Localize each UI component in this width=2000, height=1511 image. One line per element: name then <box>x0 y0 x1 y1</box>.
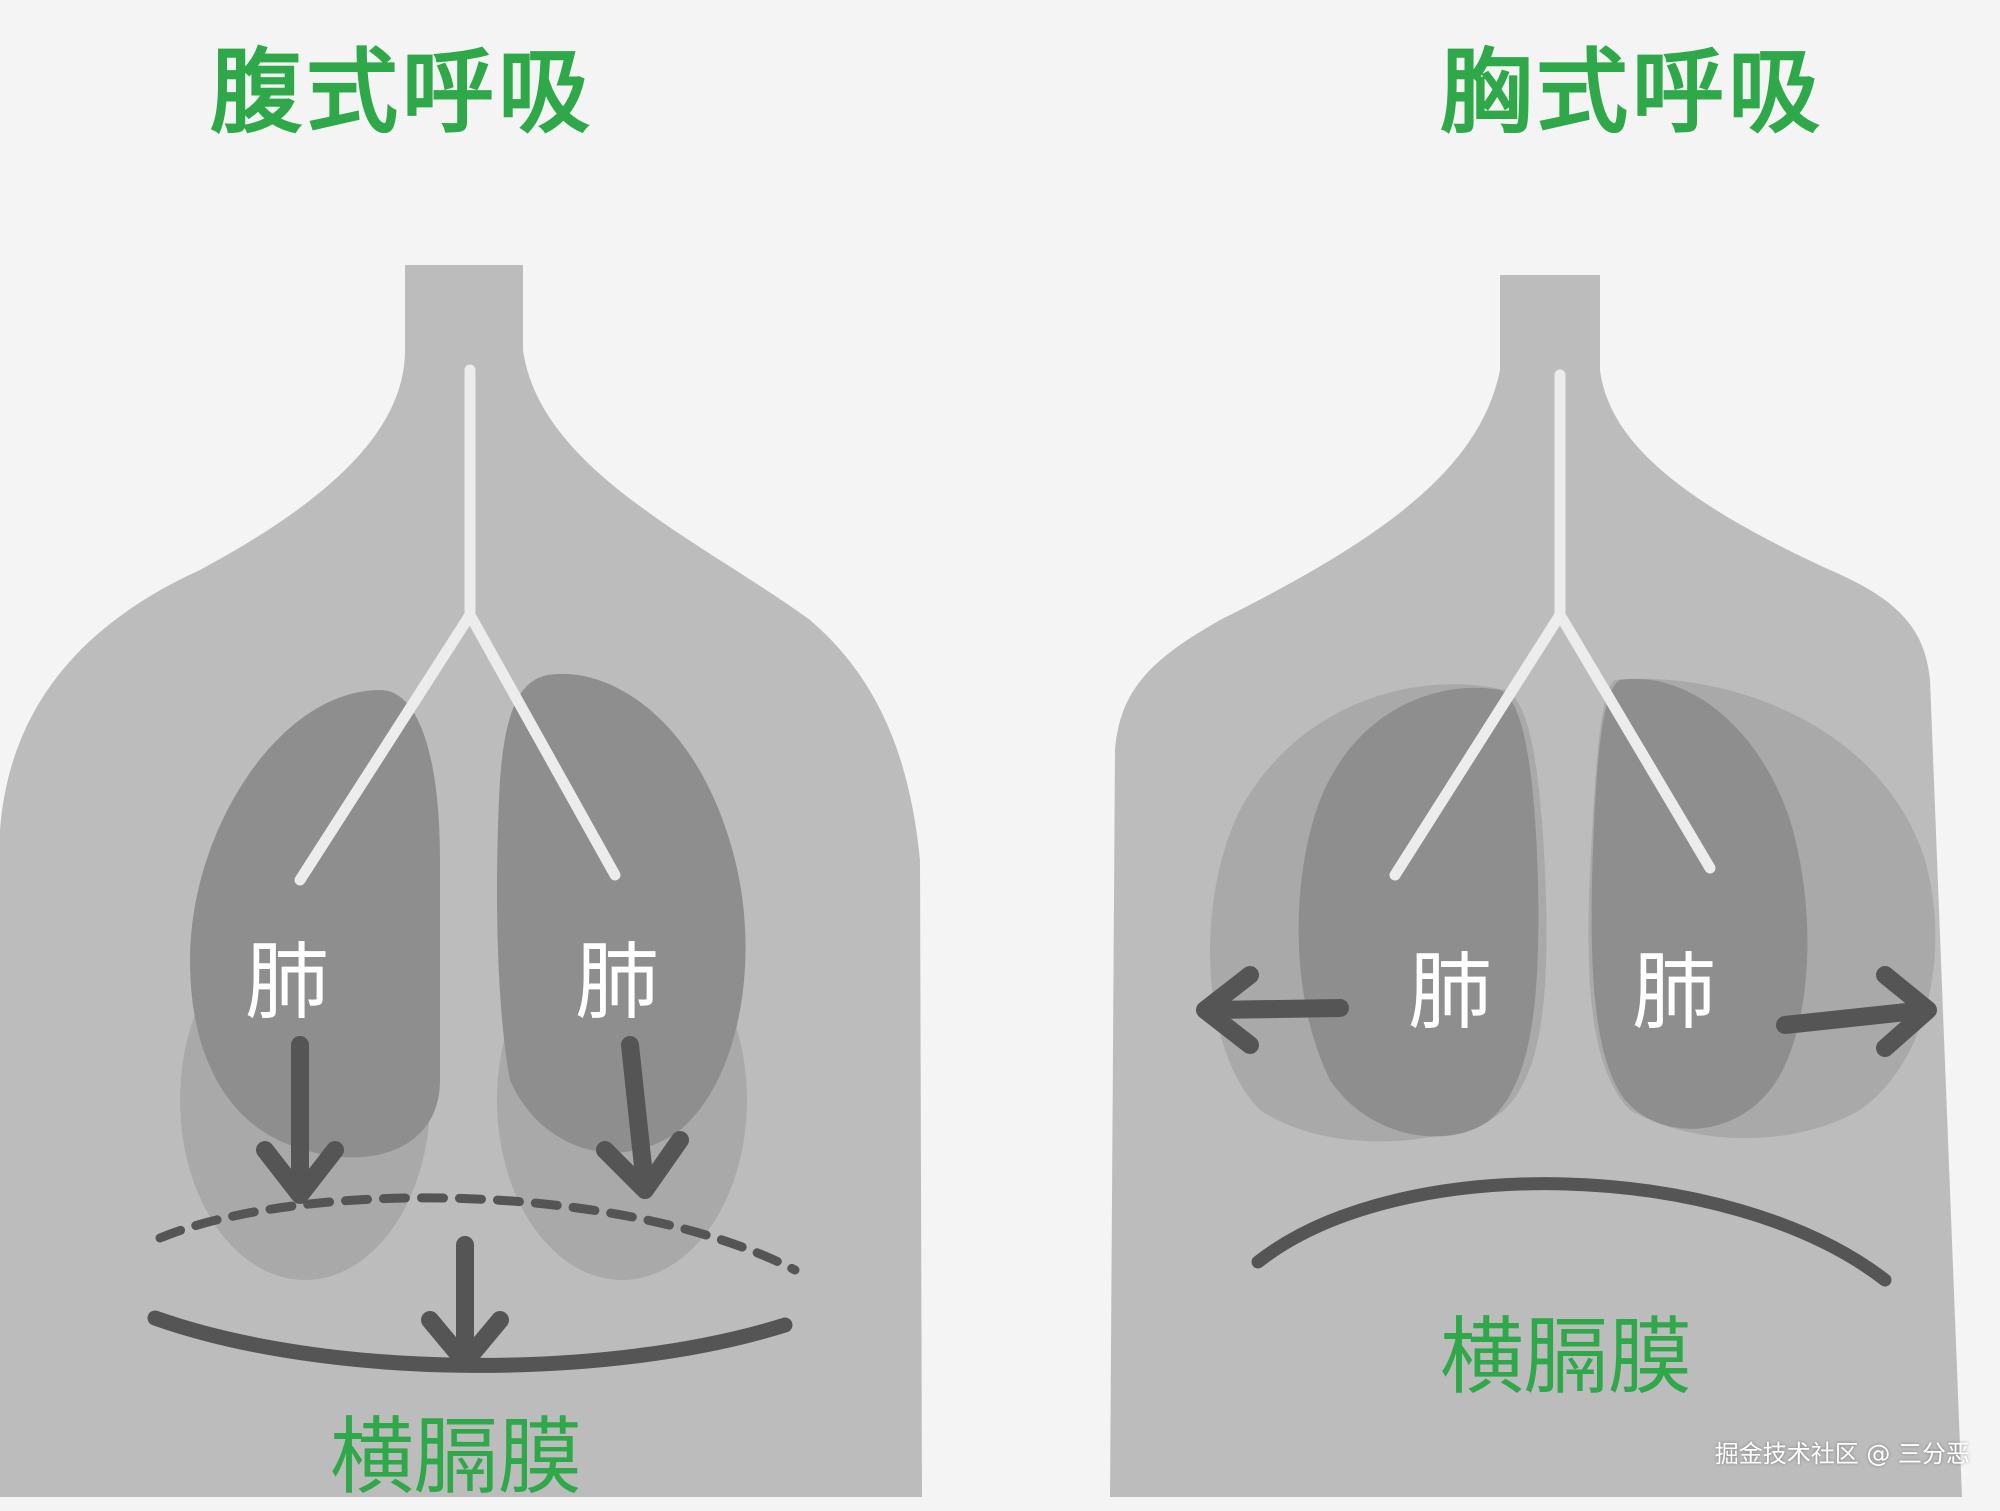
diaphragm-previous-dashed <box>155 1193 800 1275</box>
chest-breathing-title: 胸式呼吸 <box>1440 39 1825 146</box>
diaphragm-abd <box>147 1310 793 1373</box>
lung-label-chest-right: 肺 <box>1632 943 1717 1041</box>
down-arrow-right-lung-icon <box>596 1036 689 1199</box>
lung-label-abd-right: 肺 <box>575 933 660 1031</box>
trachea-abd <box>294 364 621 886</box>
diaphragm-label-abd: 横膈膜 <box>330 1408 583 1506</box>
left-lung-abd <box>190 690 440 1158</box>
lung-label-abd-left: 肺 <box>245 933 330 1031</box>
abdominal-breathing-title: 腹式呼吸 <box>210 39 595 146</box>
trachea-chest <box>1389 369 1716 881</box>
down-arrow-left-lung-icon <box>256 1036 344 1204</box>
abdominal-panel <box>0 265 922 1497</box>
right-lung-abd <box>497 673 746 1153</box>
right-lung-chest <box>1591 678 1808 1129</box>
lung-label-chest-left: 肺 <box>1408 943 1493 1041</box>
watermark-text: 掘金技术社区 @ 三分恶 <box>1714 1440 1970 1468</box>
diaphragm-chest <box>1251 1177 1892 1287</box>
diaphragm-label-chest: 横膈膜 <box>1440 1308 1693 1406</box>
right-arrow-chest-icon <box>1776 966 1937 1057</box>
left-lung-chest <box>1298 687 1539 1137</box>
chest-panel <box>1110 275 1962 1497</box>
left-arrow-chest-icon <box>1196 966 1349 1054</box>
